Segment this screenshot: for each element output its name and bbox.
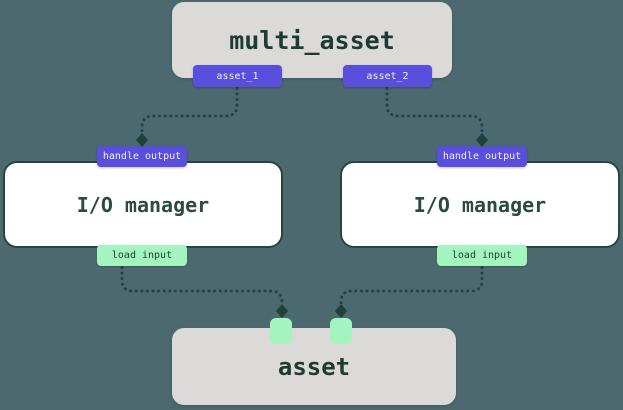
edge-io-left-to-asset <box>120 266 284 304</box>
node-io-manager-right: I/O manager <box>340 161 620 248</box>
output-badge-asset-1: asset_1 <box>193 65 282 87</box>
arrowhead-diamond-icon <box>335 304 347 318</box>
load-input-right-label: load input <box>451 250 513 261</box>
load-input-left-label: load input <box>111 250 173 261</box>
arrowhead-diamond-icon <box>276 304 288 318</box>
asset-1-badge-label: asset_1 <box>216 70 259 82</box>
node-asset: asset <box>172 328 456 405</box>
load-input-badge-right: load input <box>437 245 527 266</box>
handle-output-badge-left: handle output <box>97 146 187 167</box>
asset-2-badge-label: asset_2 <box>366 70 409 82</box>
io-manager-right-label: I/O manager <box>413 192 547 217</box>
output-badge-asset-2: asset_2 <box>343 65 432 87</box>
io-manager-left-label: I/O manager <box>76 192 210 217</box>
edge-asset1-to-io-left <box>140 87 239 133</box>
asset-label: asset <box>277 352 351 381</box>
load-input-badge-left: load input <box>97 245 187 266</box>
asset-input-port-2 <box>330 318 352 344</box>
handle-output-badge-right: handle output <box>437 146 527 167</box>
arrowhead-diamond-icon <box>476 133 488 147</box>
asset-input-port-1 <box>270 318 292 344</box>
edge-asset2-to-io-right <box>385 87 484 133</box>
arrowhead-diamond-icon <box>136 133 148 147</box>
multi-asset-label: multi_asset <box>229 25 395 55</box>
edge-io-right-to-asset <box>339 266 484 304</box>
handle-output-left-label: handle output <box>102 151 182 162</box>
node-io-manager-left: I/O manager <box>3 161 283 248</box>
handle-output-right-label: handle output <box>442 151 522 162</box>
